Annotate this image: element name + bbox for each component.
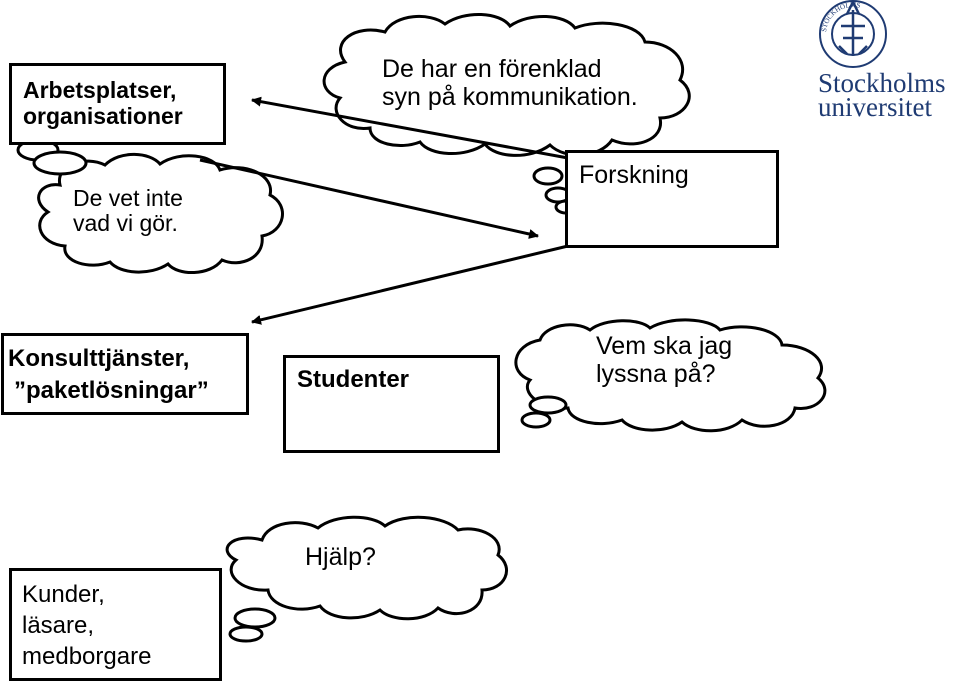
arrow-forskning-to-konsult <box>251 244 569 325</box>
label-studenter: Studenter <box>297 366 410 393</box>
label-kunder: Kunder, läsare, medborgare <box>22 581 152 671</box>
seal-text: UNIVERSITET · STOCKHOLMS <box>820 1 861 36</box>
logo-line2: universitet <box>818 92 932 122</box>
thought-text-vem-ska: Vem ska jag lyssna på? <box>596 332 733 388</box>
thought-text-hjalp: Hjälp? <box>305 543 376 571</box>
label-arbetsplatser: Arbetsplatser, organisationer <box>23 77 183 130</box>
label-konsult-line2: ”paketlösningar” <box>14 377 209 404</box>
thought-cloud-vet-inte <box>16 138 284 275</box>
box-kunder <box>9 568 222 681</box>
university-seal-logo: UNIVERSITET · STOCKHOLMS <box>819 0 887 68</box>
thought-cloud-vem-ska <box>514 318 827 433</box>
label-konsult-line1: Konsulttjänster, <box>8 345 190 372</box>
arrow-forskning-to-arbetsplatser <box>251 96 569 160</box>
box-studenter <box>283 355 500 453</box>
thought-cloud-hjalp <box>225 515 509 643</box>
box-forskning <box>565 150 779 248</box>
thought-text-vet-inte: De vet inte vad vi gör. <box>73 185 183 237</box>
label-forskning: Forskning <box>579 161 689 189</box>
box-arbetsplatser <box>9 63 226 145</box>
box-konsult <box>1 333 249 415</box>
arrow-arbetsplatser-to-forskning <box>199 158 539 239</box>
logo-line1: Stockholms <box>818 68 946 98</box>
thought-text-forenklad: De har en förenklad syn på kommunikation… <box>382 55 638 111</box>
